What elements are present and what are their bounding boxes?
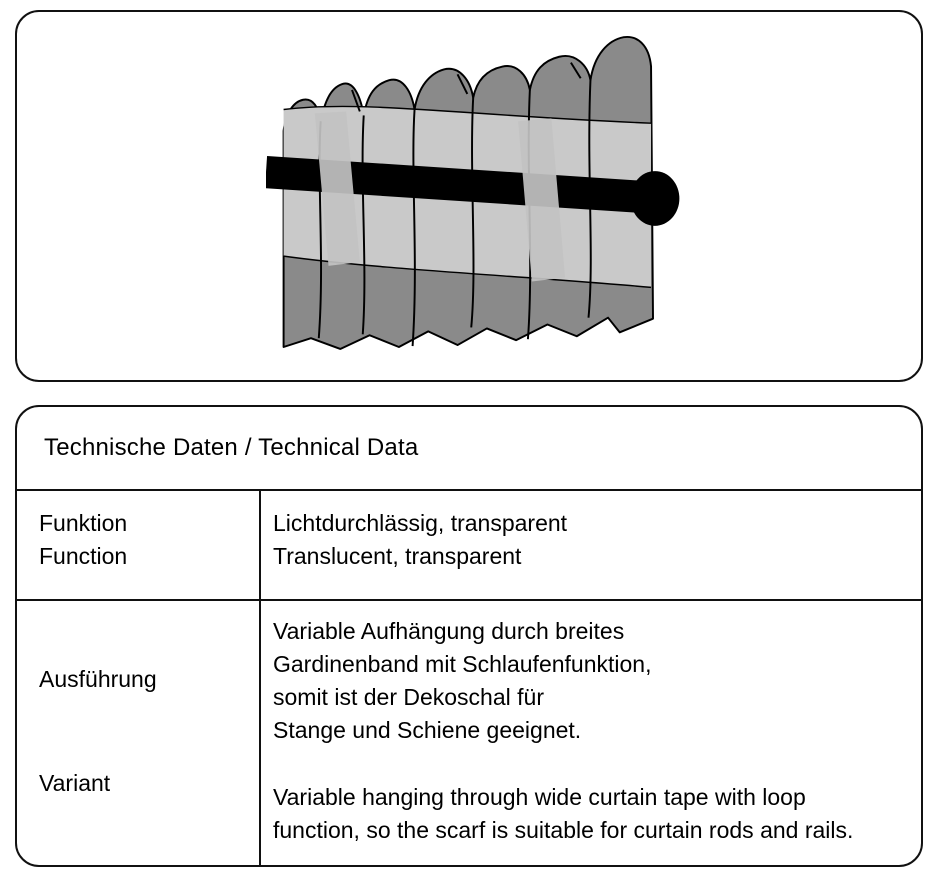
- row-value-cell: Variable Aufhängung durch breites Gardin…: [261, 601, 921, 865]
- value-en: Variable hanging through wide curtain ta…: [273, 784, 854, 843]
- table-title: Technische Daten / Technical Data: [17, 407, 921, 491]
- value-en: Translucent, transparent: [273, 543, 522, 569]
- loop-strip: [518, 117, 566, 282]
- illustration-panel: [15, 10, 923, 382]
- label-en: Function: [39, 543, 128, 569]
- curtain-fold-line: [470, 97, 475, 328]
- label-en: Variant: [39, 770, 111, 796]
- row-label-cell: Ausführung Variant: [17, 601, 261, 865]
- row-value-cell: Lichtdurchlässig, transparent Translucen…: [261, 491, 921, 599]
- tape-top-edge: [283, 105, 652, 124]
- curtain-crease-line: [456, 73, 469, 94]
- tape-bottom-edge: [283, 254, 652, 288]
- label-de: Ausführung: [39, 666, 157, 692]
- rod-end-cap: [630, 170, 680, 226]
- label-de: Funktion: [39, 510, 128, 536]
- curtain-crease-line: [570, 61, 582, 79]
- technical-data-panel: Technische Daten / Technical Data Funkti…: [15, 405, 923, 867]
- table-row-function: Funktion Function Lichtdurchlässig, tran…: [17, 491, 921, 601]
- curtain-on-rod-illustration: [266, 35, 680, 350]
- loop-strip: [314, 110, 360, 266]
- curtain-crease-line: [351, 89, 361, 112]
- row-label-cell: Funktion Function: [17, 491, 261, 599]
- table-row-variant: Ausführung Variant Variable Aufhängung d…: [17, 601, 921, 865]
- value-de: Variable Aufhängung durch breites Gardin…: [273, 618, 652, 743]
- curtain-fold-line: [587, 79, 592, 318]
- value-de: Lichtdurchlässig, transparent: [273, 510, 568, 536]
- curtain-fold-line: [411, 108, 416, 346]
- curtain-fold-line: [361, 114, 366, 334]
